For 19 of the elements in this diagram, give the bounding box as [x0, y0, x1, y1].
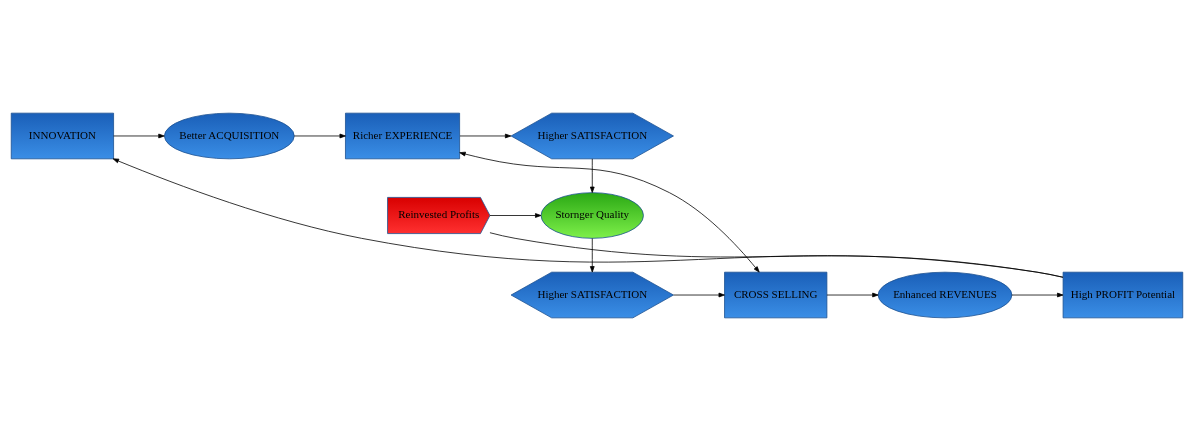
- arrow: [826, 292, 879, 298]
- arrow: [459, 133, 512, 139]
- node-ellipse: Stornger Quality: [540, 192, 644, 239]
- arrow: [589, 158, 595, 193]
- node-ellipse: Enhanced REVENUES: [877, 271, 1013, 319]
- arrow: [293, 133, 346, 139]
- arrow: [112, 158, 1064, 278]
- node-box: CROSS SELLING: [724, 271, 828, 319]
- arrow: [673, 292, 725, 298]
- arrow: [489, 213, 542, 218]
- arrow: [459, 151, 760, 273]
- node-box: High PROFIT Potential: [1062, 271, 1184, 319]
- node-box: INNOVATION: [10, 112, 114, 160]
- arrow: [113, 133, 165, 139]
- arrow: [1011, 292, 1064, 298]
- node-box: Richer EXPERIENCE: [345, 112, 460, 160]
- node-ellipse: Better ACQUISITION: [164, 112, 295, 160]
- arrow: [589, 238, 595, 273]
- connector: [489, 232, 1064, 278]
